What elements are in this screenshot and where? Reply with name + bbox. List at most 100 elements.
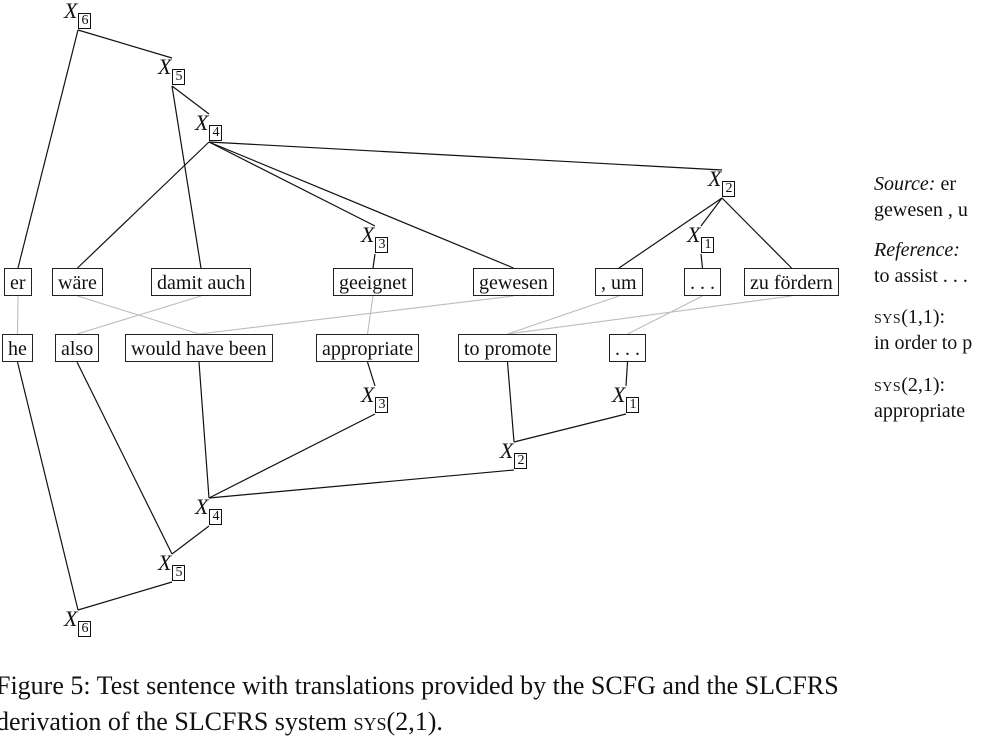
node-var: X [708, 166, 722, 191]
node-var: X [64, 606, 78, 631]
node-index: 5 [172, 69, 186, 85]
node-var: X [361, 382, 375, 407]
source-entry: Source: er gewesen , u [874, 171, 968, 223]
tree-edge [506, 361, 515, 443]
tree-edge [513, 413, 627, 443]
caption-line-1: Figure 5: Test sentence with translation… [0, 671, 839, 700]
tree-edge [77, 581, 173, 611]
alignment-link [627, 295, 703, 335]
node-index: 6 [78, 13, 92, 29]
node-var: X [158, 54, 172, 79]
sys11-line-1: sys(1,1): [874, 304, 972, 330]
sys11-entry: sys(1,1): in order to p [874, 304, 972, 356]
alignment-link [507, 295, 620, 335]
target-word-he: he [2, 334, 33, 362]
reference-label: Reference: [874, 239, 960, 261]
reference-line-2: to assist . . . [874, 265, 968, 287]
source-word-waere: wäre [52, 268, 103, 296]
tree-edge [16, 361, 79, 611]
tree-edge [198, 361, 210, 499]
sys21-line-2: appropriate [874, 400, 966, 422]
caption-sys: sys [353, 707, 387, 736]
source-label: Source: [874, 173, 936, 195]
node-index: 2 [722, 181, 736, 197]
figure-caption: Figure 5: Test sentence with translation… [0, 668, 839, 740]
sys11-args: (1,1): [901, 306, 946, 328]
node-index: 4 [209, 125, 223, 141]
node-index: 6 [78, 621, 92, 637]
node-index: 1 [626, 397, 640, 413]
tree-edge [77, 29, 173, 59]
tree-edge [77, 141, 210, 269]
node-index: 2 [514, 453, 528, 469]
node-var: X [500, 438, 514, 463]
tree-edge [171, 85, 210, 115]
caption-line-2-text: derivation of the SLCFRS system [0, 707, 354, 736]
reference-entry: Reference: to assist . . . [874, 237, 968, 289]
node-index: 5 [172, 565, 186, 581]
node-var: X [361, 222, 375, 247]
node-index: 3 [375, 397, 389, 413]
node-index: 4 [209, 509, 223, 525]
node-var: X [687, 222, 701, 247]
tree-edge [618, 197, 723, 269]
sys21-args: (2,1): [901, 374, 946, 396]
source-line-1: Source: er [874, 171, 968, 197]
alignment-link [198, 295, 514, 335]
tree-edge [76, 361, 173, 555]
node-var: X [195, 494, 209, 519]
tree-edge [208, 141, 514, 269]
alignment-link [507, 295, 792, 335]
target-word-to-promote: to promote [458, 334, 558, 362]
source-word-geeignet: geeignet [333, 268, 413, 296]
caption-line-2: derivation of the SLCFRS system sys(2,1)… [0, 704, 839, 740]
target-word-appropriate: appropriate [316, 334, 420, 362]
source-word-gewesen: gewesen [473, 268, 554, 296]
tree-edge [721, 197, 792, 269]
tree-edge [700, 197, 723, 227]
node-index: 3 [375, 237, 389, 253]
alignment-link [16, 295, 19, 335]
tree-edge [171, 525, 210, 555]
node-var: X [158, 550, 172, 575]
tree-edge [366, 361, 376, 387]
tree-edge [372, 253, 376, 269]
sys11-line-2: in order to p [874, 332, 973, 354]
node-var: X [612, 382, 626, 407]
source-text: er [935, 173, 957, 195]
source-line-2: gewesen , u [874, 199, 968, 221]
tree-edge [208, 469, 515, 499]
target-word-would-have-been: would have been [125, 334, 273, 362]
node-index: 1 [701, 237, 715, 253]
source-word-ellipsis: . . . [684, 268, 721, 296]
tree-edge [208, 141, 723, 171]
source-word-er: er [4, 268, 32, 296]
sys21-line-1: sys(2,1): [874, 372, 965, 398]
sys21-entry: sys(2,1): appropriate [874, 372, 965, 424]
source-word-um: , um [595, 268, 643, 296]
alignment-link [76, 295, 202, 335]
node-var: X [195, 110, 209, 135]
sys21-label: sys [874, 374, 902, 396]
tree-edge [17, 29, 79, 269]
source-word-zu-foerdern: zu fördern [744, 268, 839, 296]
target-word-also: also [55, 334, 100, 362]
tree-edge [208, 413, 376, 499]
target-word-ellipsis: . . . [609, 334, 646, 362]
alignment-link [366, 295, 374, 335]
node-var: X [64, 0, 78, 23]
